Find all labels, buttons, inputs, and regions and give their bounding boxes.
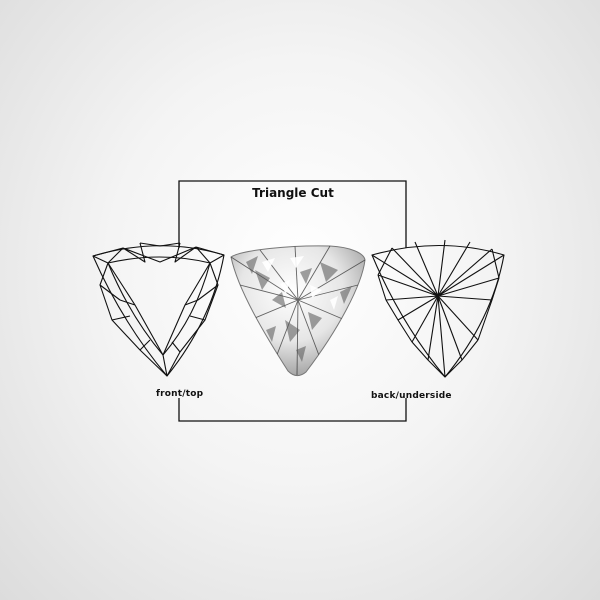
photo-diamond — [230, 245, 366, 377]
bracket-lines — [178, 180, 407, 422]
front-top-drawing — [92, 242, 225, 377]
back-underside-drawing — [371, 239, 505, 378]
back-underside-label: back/underside — [371, 391, 452, 401]
front-table — [107, 256, 211, 356]
bracket-bottom — [178, 398, 407, 422]
diagram-title: Triangle Cut — [252, 186, 334, 200]
front-facets — [92, 242, 225, 377]
bracket-top — [178, 180, 407, 248]
front-top-label: front/top — [156, 389, 204, 399]
back-pavilion-lines — [371, 239, 505, 378]
gem-sparkle — [231, 245, 365, 376]
front-outline — [92, 245, 225, 377]
back-girdle-facets — [377, 247, 500, 378]
back-outline — [371, 244, 505, 378]
